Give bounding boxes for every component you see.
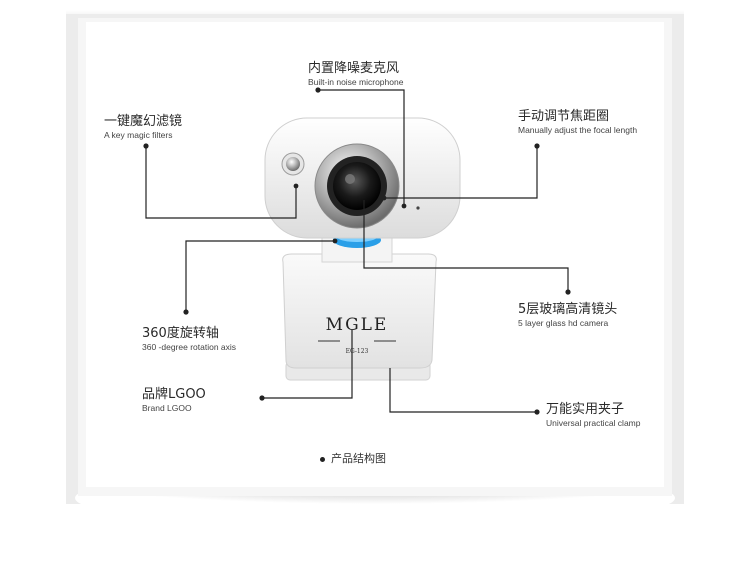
label-clamp: 万能实用夹子 Universal practical clamp: [546, 402, 640, 429]
label-filter: 一键魔幻滤镜 A key magic filters: [104, 114, 182, 141]
label-camera: 5层玻璃高清镜头 5 layer glass hd camera: [518, 302, 617, 329]
label-mic-en: Built-in noise microphone: [308, 77, 404, 87]
label-focus-en: Manually adjust the focal length: [518, 125, 638, 135]
diagram-caption: 产品结构图: [320, 450, 386, 466]
label-mic-zh: 内置降噪麦克风: [308, 61, 400, 76]
label-rotation-en: 360 -degree rotation axis: [142, 342, 237, 352]
label-camera-en: 5 layer glass hd camera: [518, 318, 609, 328]
label-brand-zh: 品牌LGOO: [142, 387, 206, 402]
diagram-caption-text: 产品结构图: [331, 452, 386, 465]
label-filter-zh: 一键魔幻滤镜: [104, 114, 183, 129]
label-mic: 内置降噪麦克风 Built-in noise microphone: [308, 61, 403, 88]
label-focus: 手动调节焦距圈 Manually adjust the focal length: [518, 109, 637, 136]
label-brand: 品牌LGOO Brand LGOO: [142, 387, 206, 414]
label-camera-zh: 5层玻璃高清镜头: [518, 302, 618, 317]
label-focus-zh: 手动调节焦距圈: [518, 109, 610, 124]
label-filter-en: A key magic filters: [104, 130, 173, 140]
label-brand-en: Brand LGOO: [142, 403, 192, 413]
label-clamp-en: Universal practical clamp: [546, 418, 641, 428]
bullet-icon: [320, 456, 325, 462]
label-rotation-zh: 360度旋转轴: [142, 326, 219, 341]
label-clamp-zh: 万能实用夹子: [546, 402, 625, 417]
label-rotation: 360度旋转轴 360 -degree rotation axis: [142, 326, 236, 353]
